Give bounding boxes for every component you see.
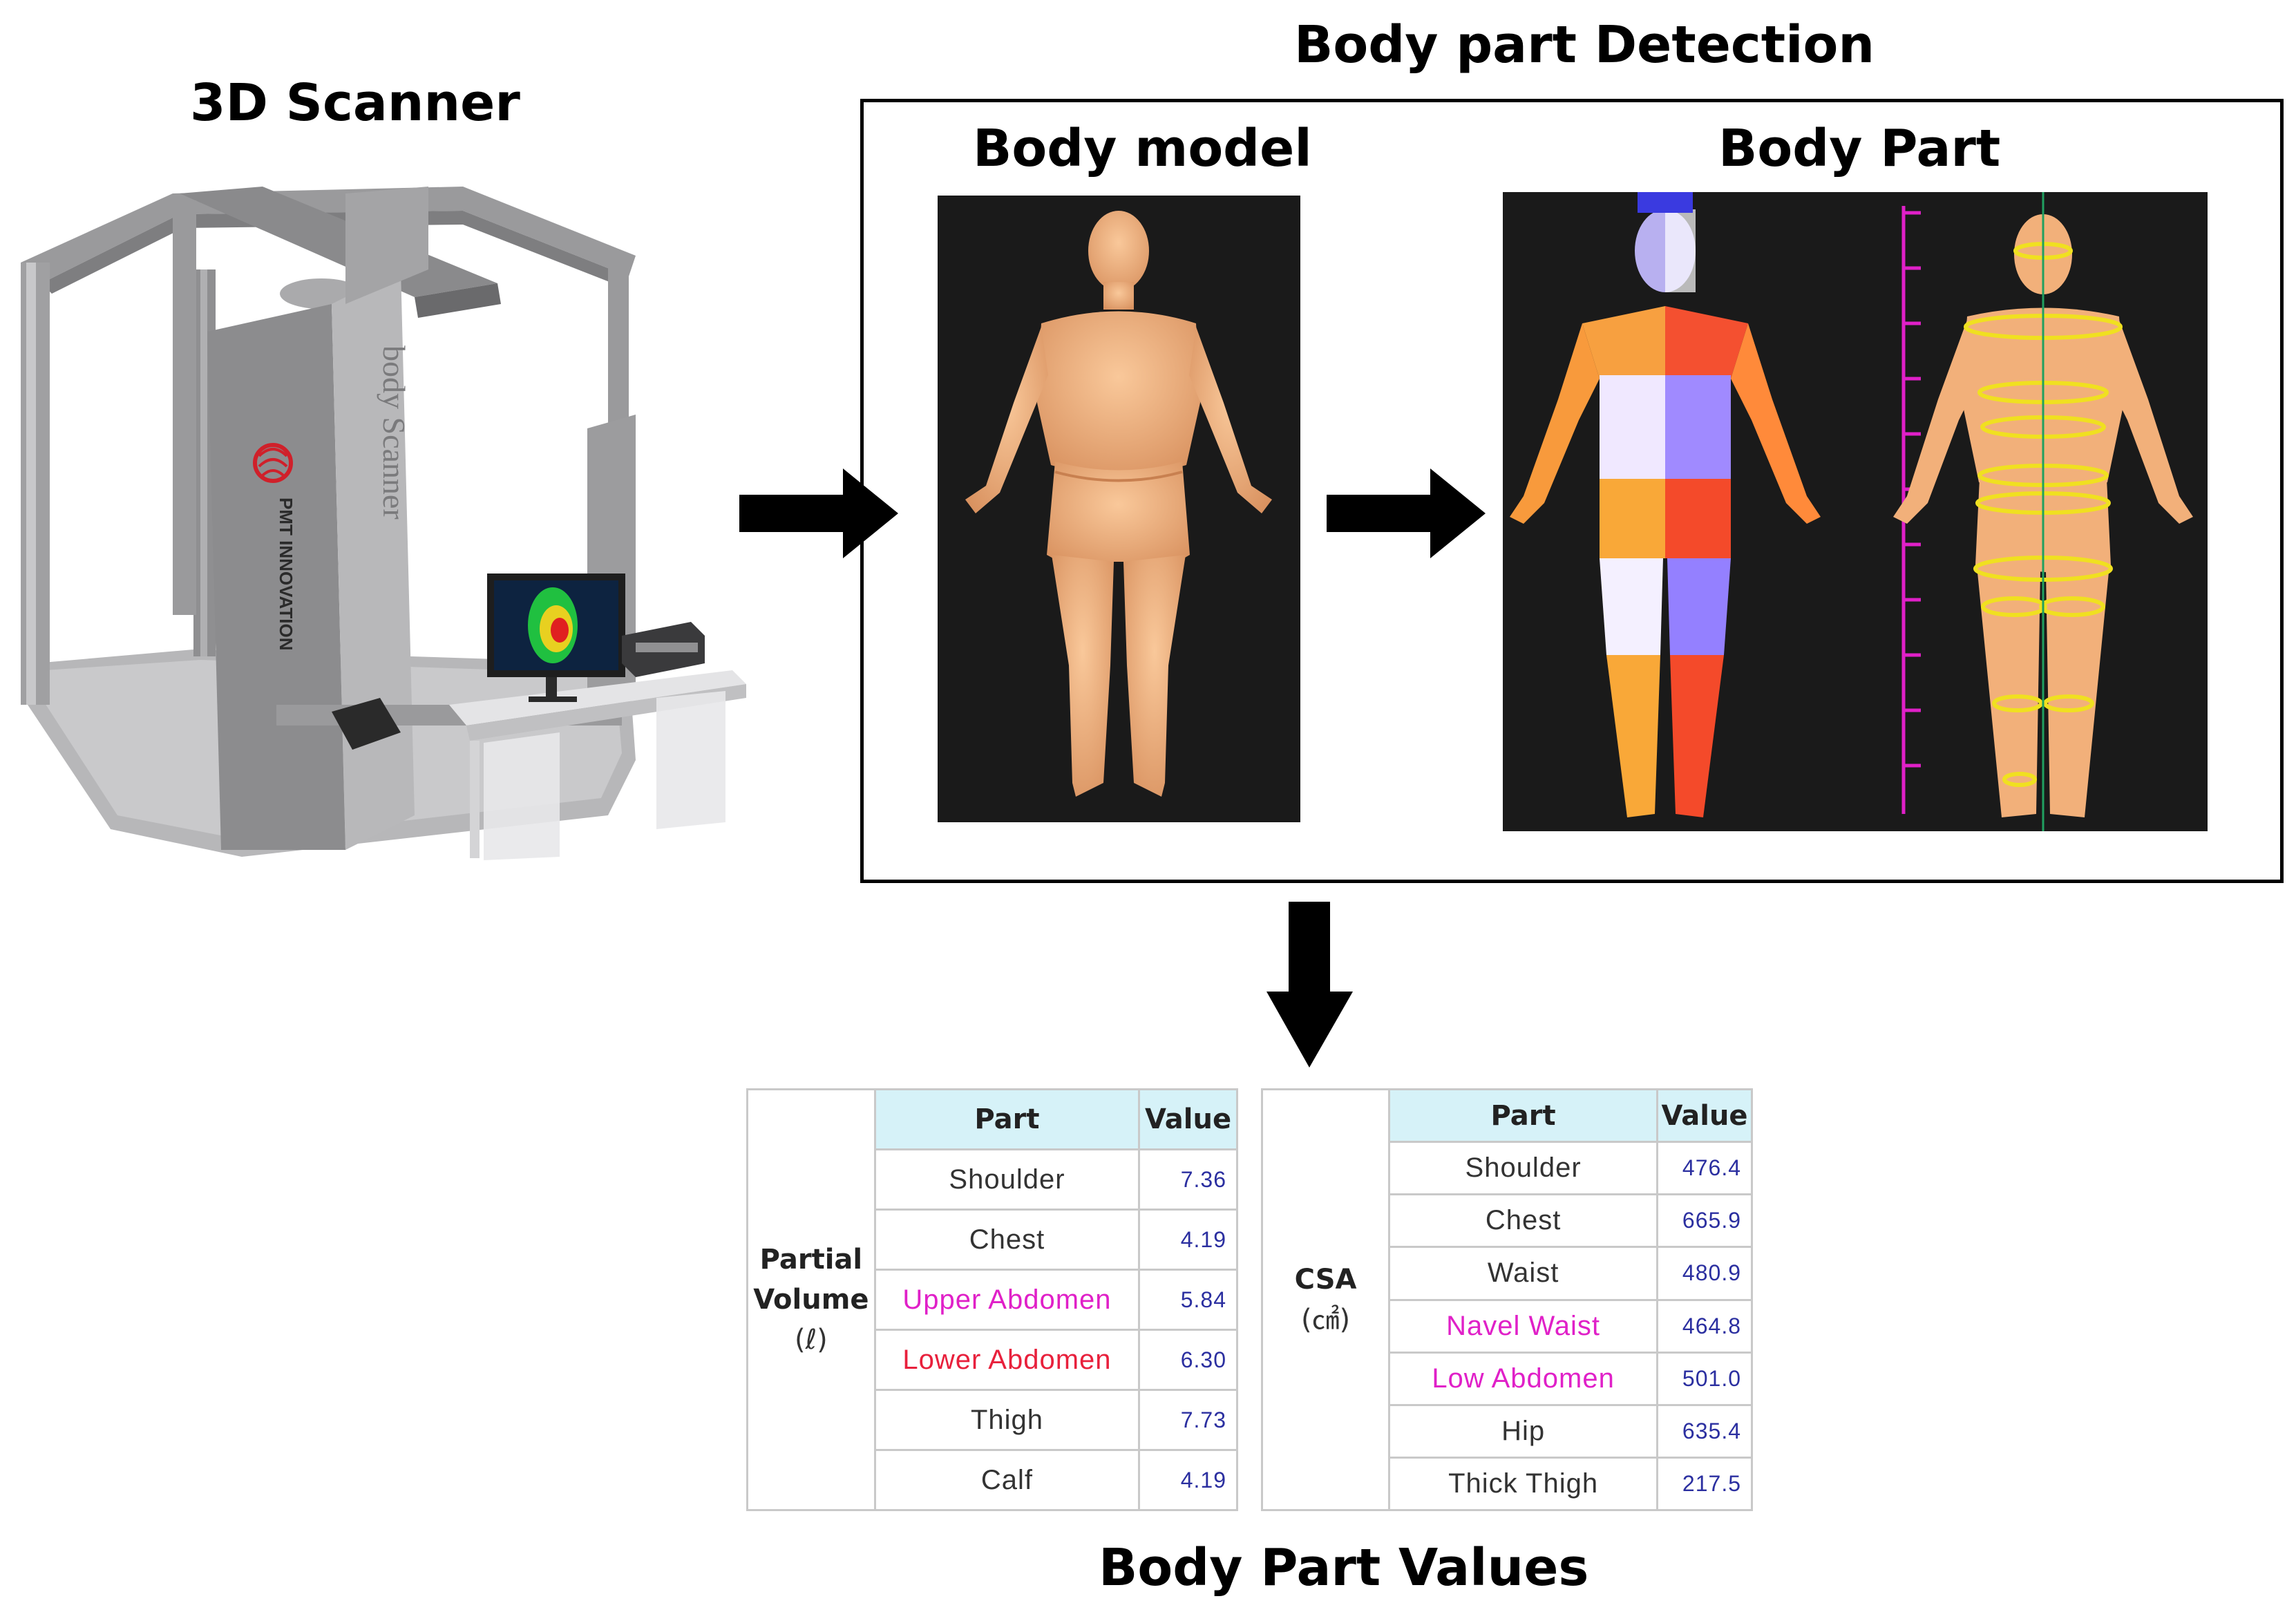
volume-value-cell: 4.19 — [1138, 1208, 1238, 1271]
csa-part-cell: Hip — [1388, 1403, 1659, 1459]
csa-value-cell: 476.4 — [1656, 1141, 1753, 1196]
table-row: Shoulder 476.4 — [1262, 1141, 1753, 1196]
scanner-illustration: PMT INNOVATION body Scanner — [14, 166, 746, 871]
csa-part-cell: Thick Thigh — [1388, 1456, 1659, 1512]
volume-part-cell: Lower Abdomen — [873, 1329, 1141, 1391]
table-row: Chest 665.9 — [1262, 1193, 1753, 1249]
volume-value-cell: 6.30 — [1138, 1329, 1238, 1391]
table-row: Low Abdomen 501.0 — [1262, 1351, 1753, 1406]
table-row: Calf 4.19 — [748, 1449, 1238, 1511]
arrow-to-body-part — [1327, 468, 1486, 558]
partial-volume-label: Partial Volume (ℓ) — [746, 1088, 876, 1511]
csa-table: CSA (㎠) Part Value Shoulder 476.4 Chest … — [1260, 1088, 1753, 1512]
csa-value-cell: 464.8 — [1656, 1298, 1753, 1354]
csa-label: CSA (㎠) — [1260, 1088, 1391, 1511]
volume-value-cell: 7.36 — [1138, 1148, 1238, 1211]
scanner-heading: 3D Scanner — [190, 73, 520, 133]
table-row: Chest 4.19 — [748, 1208, 1238, 1271]
csa-part-cell: Navel Waist — [1388, 1298, 1659, 1354]
csa-value-cell: 635.4 — [1656, 1403, 1753, 1459]
volume-part-cell: Shoulder — [873, 1148, 1141, 1211]
table-row: Lower Abdomen 6.30 — [748, 1329, 1238, 1391]
volume-part-header: Part — [873, 1088, 1141, 1150]
detection-frame — [860, 99, 2284, 883]
tower-side-text: body Scanner — [377, 345, 412, 520]
csa-part-cell: Waist — [1388, 1246, 1659, 1301]
table-row: Hip 635.4 — [1262, 1403, 1753, 1459]
table-row: Thick Thigh 217.5 — [1262, 1456, 1753, 1512]
csa-part-cell: Chest — [1388, 1193, 1659, 1249]
volume-value-cell: 5.84 — [1138, 1269, 1238, 1331]
csa-part-cell: Shoulder — [1388, 1141, 1659, 1196]
volume-part-cell: Calf — [873, 1449, 1141, 1511]
volume-part-cell: Upper Abdomen — [873, 1269, 1141, 1331]
volume-part-cell: Chest — [873, 1208, 1141, 1271]
csa-part-cell: Low Abdomen — [1388, 1351, 1659, 1406]
body-part-image — [1503, 192, 2208, 831]
body-model-image — [938, 196, 1300, 822]
body-part-heading: Body Part — [1718, 119, 2001, 178]
brand-text: PMT INNOVATION — [276, 497, 296, 650]
csa-value-cell: 665.9 — [1656, 1193, 1753, 1249]
table-row: Thigh 7.73 — [748, 1389, 1238, 1451]
table-row: Upper Abdomen 5.84 — [748, 1269, 1238, 1331]
arrow-to-detection — [739, 468, 898, 558]
body-model-heading: Body model — [973, 119, 1312, 178]
arrow-to-values — [1266, 902, 1353, 1068]
table-row: Waist 480.9 — [1262, 1246, 1753, 1301]
partial-volume-table: Partial Volume (ℓ) Part Value Shoulder 7… — [746, 1088, 1238, 1511]
values-heading: Body Part Values — [1099, 1538, 1589, 1598]
table-row: Shoulder 7.36 — [748, 1148, 1238, 1211]
csa-value-cell: 501.0 — [1656, 1351, 1753, 1406]
csa-value-cell: 480.9 — [1656, 1246, 1753, 1301]
csa-value-cell: 217.5 — [1656, 1456, 1753, 1512]
volume-value-cell: 4.19 — [1138, 1449, 1238, 1511]
volume-part-cell: Thigh — [873, 1389, 1141, 1451]
volume-value-header: Value — [1138, 1088, 1238, 1150]
csa-value-header: Value — [1656, 1088, 1753, 1144]
detection-heading: Body part Detection — [1294, 15, 1875, 75]
volume-value-cell: 7.73 — [1138, 1389, 1238, 1451]
csa-part-header: Part — [1388, 1088, 1659, 1144]
table-row: Navel Waist 464.8 — [1262, 1298, 1753, 1354]
